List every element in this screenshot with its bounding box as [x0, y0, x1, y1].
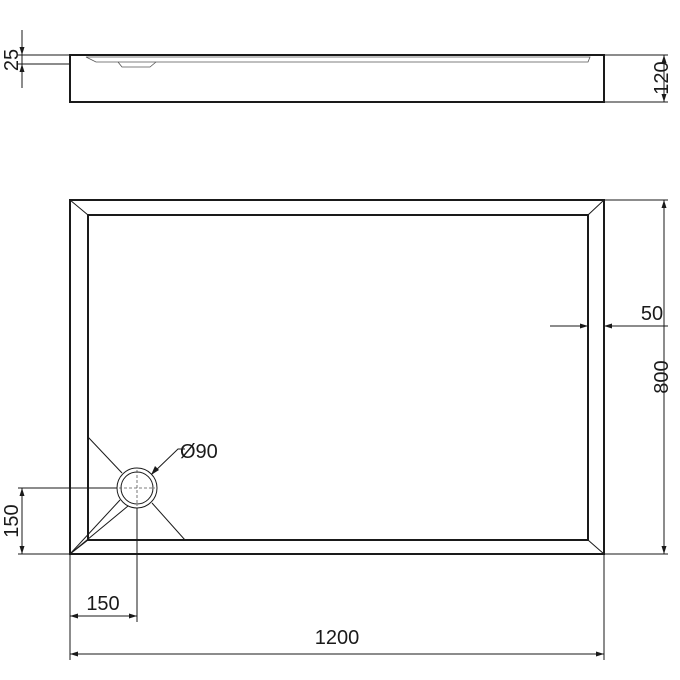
depth-dimension-label: 25 — [1, 49, 23, 71]
side-view-drain — [117, 61, 157, 68]
width-dimension-label: 1200 — [315, 627, 360, 649]
rim-width-label: 50 — [641, 303, 663, 325]
drain-diameter-label: Ø90 — [180, 441, 218, 463]
tray-inner-basin — [87, 214, 589, 541]
side-view: 25 120 — [1, 30, 673, 103]
tray-outline — [69, 199, 605, 555]
side-view-recess — [85, 56, 591, 63]
height-dimension-label: 120 — [651, 61, 673, 94]
top-view: Ø90 150 150 1200 800 50 — [1, 199, 673, 660]
drain-offset-y-label: 150 — [1, 504, 23, 537]
drain-offset-x-label: 150 — [86, 593, 119, 615]
drain — [116, 467, 158, 509]
side-view-outline — [69, 54, 605, 103]
length-dimension-label: 800 — [651, 360, 673, 393]
